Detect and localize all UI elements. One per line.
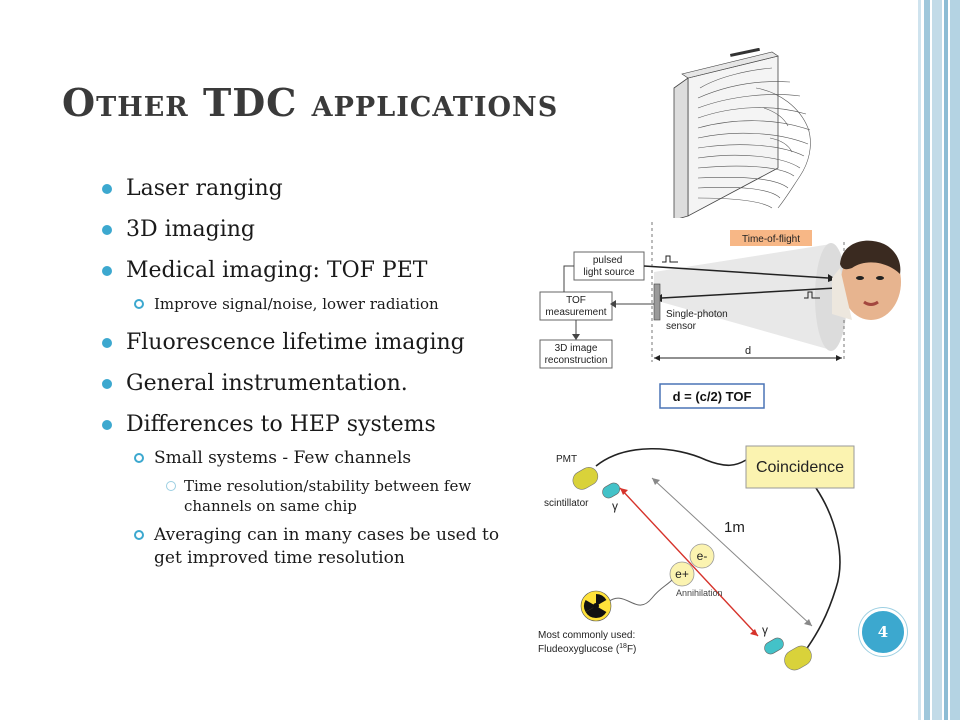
svg-text:pulsed light source: pulsed light source [583,255,635,278]
pmt-label: PMT [556,454,577,465]
sub-bullet-ring-icon [134,453,144,463]
electron-icon [689,543,715,569]
3d-head-scan-image [673,48,811,218]
tracer-line1: Most commonly used: [538,630,635,641]
sub-bullet-text: Small systems - Few channels [154,448,412,468]
scintillator-bottom-icon [764,637,784,655]
tof-measurement-box [539,291,613,321]
slide-title: Other TDC applications [62,80,559,125]
sub-sub-bullet-ring-icon [166,481,176,491]
bullet-text: Differences to HEP systems [126,412,436,437]
light-cone [654,244,831,350]
sub-bullet-item: Improve signal/noise, lower radiation [100,293,540,316]
radiation-icon [580,590,612,622]
coincidence-label: Coincidence [756,459,844,476]
bullet-dot-icon [102,266,112,276]
sub-bullet-text: Improve signal/noise, lower radiation [154,295,439,313]
pulsed-source-line1: pulsed [593,255,622,266]
scintillator-label: scintillator [544,498,589,509]
electron-label: e- [697,549,708,563]
bullet-item: Differences to HEP systems [100,412,540,438]
formula-box [659,383,765,409]
sub-bullet-item: Averaging can in many cases be used to g… [100,524,520,570]
annihilation-label: Annihilation [676,588,723,598]
time-of-flight-text: Time-of-flight [742,234,800,245]
face-icon [832,240,901,320]
bullet-dot-icon [102,338,112,348]
bullet-item: Fluorescence lifetime imaging [100,330,540,356]
coincidence-box [745,445,855,489]
positron-label: e+ [675,567,689,581]
gamma-top: γ [612,499,618,513]
tracer-line2: Fludeoxyglucose (18F) [538,643,636,655]
bullet-text: 3D imaging [126,217,256,242]
scintillator-top-icon [602,482,621,499]
gamma-bottom: γ [762,623,768,637]
positron-icon [669,561,695,587]
bullet-text: Medical imaging: TOF PET [126,258,428,283]
bullet-item: 3D imaging [100,217,540,243]
sub-bullet-text: Averaging can in many cases be used to g… [154,525,500,568]
bullet-dot-icon [102,184,112,194]
pet-diagram: Coincidence PMT scintillator γ 1m e- e+ … [538,445,855,671]
pmt-top-icon [572,467,599,490]
sensor-icon [653,283,661,321]
pulsed-source-line2: light source [583,267,635,278]
bullet-dot-icon [102,420,112,430]
reconstruction-box [539,339,613,369]
distance-label: d [745,345,751,357]
formula-text: d = (c/2) TOF [673,389,752,404]
bullet-list: Laser ranging 3D imaging Medical imaging… [100,176,540,584]
bullet-item: Medical imaging: TOF PET [100,258,540,284]
sub-sub-bullet-item: Time resolution/stability between few ch… [100,476,520,516]
pmt-bottom-icon [784,645,812,671]
sub-bullet-item: Small systems - Few channels [100,447,540,470]
bullet-item: Laser ranging [100,176,540,202]
bullet-dot-icon [102,379,112,389]
bullet-text: Laser ranging [126,176,283,201]
pulsed-source-box [573,251,645,281]
bullet-text: Fluorescence lifetime imaging [126,330,465,355]
edge-stripes [918,0,960,720]
bullet-dot-icon [102,225,112,235]
bullet-text: General instrumentation. [126,371,408,396]
distance-1m: 1m [724,519,745,536]
sub-bullet-ring-icon [134,530,144,540]
bullet-item: General instrumentation. [100,371,540,397]
sub-bullet-ring-icon [134,299,144,309]
sub-sub-bullet-text: Time resolution/stability between few ch… [184,477,472,515]
page-number-badge: 4 [859,608,907,656]
time-of-flight-label [730,230,812,246]
